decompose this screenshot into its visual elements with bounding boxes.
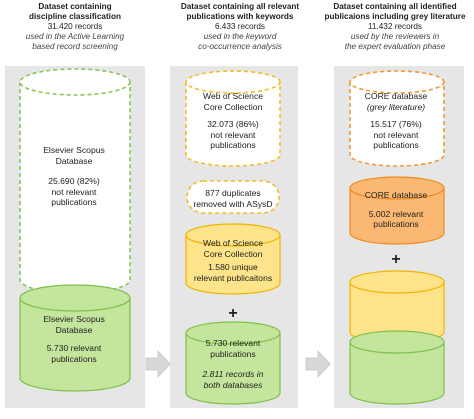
- arrow-col2-to-col3: [305, 349, 331, 379]
- scopus-bottom-line4: 5.730 relevant: [46, 343, 102, 353]
- wos-dashed-cylinder-top: [185, 70, 281, 94]
- duplicates-line1: 877 duplicates: [205, 188, 261, 198]
- scopus-relevant-cylinder-top: [19, 284, 131, 312]
- core-spacer: [345, 201, 447, 209]
- duplicates-label: 877 duplicates removed with ASysD: [183, 188, 283, 209]
- merged-relevant-cylinder-top: [185, 321, 281, 345]
- wos-unique-line1: Web of Science: [202, 238, 264, 248]
- duplicates-line2: removed with ASysD: [193, 198, 273, 209]
- column1-usage-line2: based record screening: [32, 42, 118, 51]
- core-top-spacer: [345, 112, 447, 119]
- column3-usage-line1: used by the reviewers in: [350, 32, 440, 41]
- wos-unique-line2: Core Collection: [203, 248, 263, 259]
- core-top-percent: 15.517 (76%): [370, 119, 422, 129]
- scopus-bottom-line1: Elsevier Scopus: [43, 314, 105, 324]
- column1-header: Dataset containing discipline classifica…: [0, 2, 150, 52]
- merged-relevant-cylinder-body: [185, 333, 281, 405]
- wos-top-line5: not relevant: [210, 129, 256, 140]
- column2-title-line1: Dataset containing all relevant: [180, 2, 300, 11]
- wos-unique-line3: 1.580 unique: [208, 262, 258, 272]
- wos-top-line1: Web of Science: [202, 91, 264, 101]
- plus-sign-col2: +: [228, 305, 238, 322]
- final-yellow-cylinder-top: [349, 270, 445, 294]
- core-line4: publications: [373, 219, 419, 229]
- core-dashed-cylinder-body: [349, 82, 445, 167]
- scopus-relevant-cylinder-body: [19, 298, 131, 392]
- scopus-top-line1: Elsevier Scopus: [43, 145, 105, 155]
- column2-usage-line1: used in the keyword: [203, 32, 277, 41]
- column3-usage-line2: the expert evaluation phase: [344, 42, 446, 51]
- wos-top-line6: publications: [210, 140, 256, 150]
- column2-header: Dataset containing all relevant publicat…: [160, 2, 320, 52]
- core-top-line5: not relevant: [373, 129, 419, 140]
- column3-title-line2: publicaions including grey literature: [324, 12, 466, 21]
- final-green-cylinder-top: [349, 330, 445, 354]
- core-line3: 5.002 relevant: [368, 208, 424, 219]
- core-relevant-label: CORE database 5.002 relevant publication…: [345, 190, 447, 230]
- column2-usage-line2: co-occurrence analysis: [198, 42, 282, 51]
- merged-note-line2: both databases: [203, 379, 263, 390]
- wos-top-percent: 32.073 (86%): [207, 119, 259, 129]
- scopus-top-spacer: [18, 166, 130, 176]
- column2-title-line2: publications with keywords: [186, 12, 294, 21]
- scopus-dashed-cylinder-body: [19, 82, 131, 294]
- duplicates-pill: [186, 180, 280, 214]
- core-line1: CORE database: [364, 190, 428, 200]
- scopus-top-percent: 25.690 (82%): [48, 176, 100, 186]
- core-top-line2: (grey literature): [366, 101, 426, 112]
- wos-top-line2: Core Collection: [203, 101, 263, 112]
- column2-count: 6.433 records: [214, 22, 266, 31]
- column1-title-line1: Dataset containing: [38, 2, 112, 11]
- column1-count: 31.420 records: [47, 22, 103, 31]
- wos-unique-line4: relevant publicaitons: [193, 272, 273, 283]
- wos-unique-cylinder-body: [185, 235, 281, 295]
- arrow-col1-to-col2: [145, 349, 171, 379]
- core-not-relevant-label: CORE database (grey literature) 15.517 (…: [345, 91, 447, 151]
- wos-not-relevant-label: Web of Science Core Collection 32.073 (8…: [183, 91, 283, 151]
- merged-line1: 5.730 relevant: [205, 338, 261, 348]
- core-relevant-cylinder-top: [349, 176, 445, 200]
- column3-header: Dataset containing all identified public…: [316, 2, 474, 52]
- wos-dashed-cylinder-body: [185, 82, 281, 167]
- column3-title-line1: Dataset containing all identified: [333, 2, 457, 11]
- core-top-line6: publications: [373, 140, 419, 150]
- wos-unique-label: Web of Science Core Collection 1.580 uni…: [180, 238, 286, 283]
- merged-note-line1: 2.811 records in: [202, 369, 264, 379]
- wos-unique-cylinder-top: [185, 223, 281, 247]
- core-relevant-cylinder-body: [349, 188, 445, 245]
- scopus-top-line6: publications: [51, 197, 97, 207]
- scopus-not-relevant-label: Elsevier Scopus Database 25.690 (82%) no…: [18, 145, 130, 208]
- core-top-line1: CORE database: [364, 91, 428, 101]
- column3-count: 11.432 records: [367, 22, 422, 31]
- scopus-bottom-line2: Database: [55, 324, 93, 335]
- merged-line2: publications: [210, 348, 256, 359]
- plus-sign-col3: +: [391, 251, 401, 268]
- column1-usage-line1: used in the Active Learning: [25, 32, 125, 41]
- scopus-bottom-line5: publications: [51, 353, 97, 364]
- scopus-top-line2: Database: [55, 155, 93, 166]
- merged-relevant-label: 5.730 relevant publications 2.811 record…: [183, 338, 283, 390]
- column1-title-line2: discipline classification: [29, 12, 121, 21]
- scopus-top-line5: not relevant: [51, 186, 97, 197]
- scopus-bottom-spacer: [18, 335, 130, 343]
- scopus-relevant-label: Elsevier Scopus Database 5.730 relevant …: [18, 314, 130, 364]
- final-green-cylinder-body: [349, 342, 445, 405]
- scopus-dashed-cylinder-top: [19, 68, 131, 96]
- wos-top-spacer: [183, 112, 283, 119]
- core-dashed-cylinder-top: [349, 70, 445, 94]
